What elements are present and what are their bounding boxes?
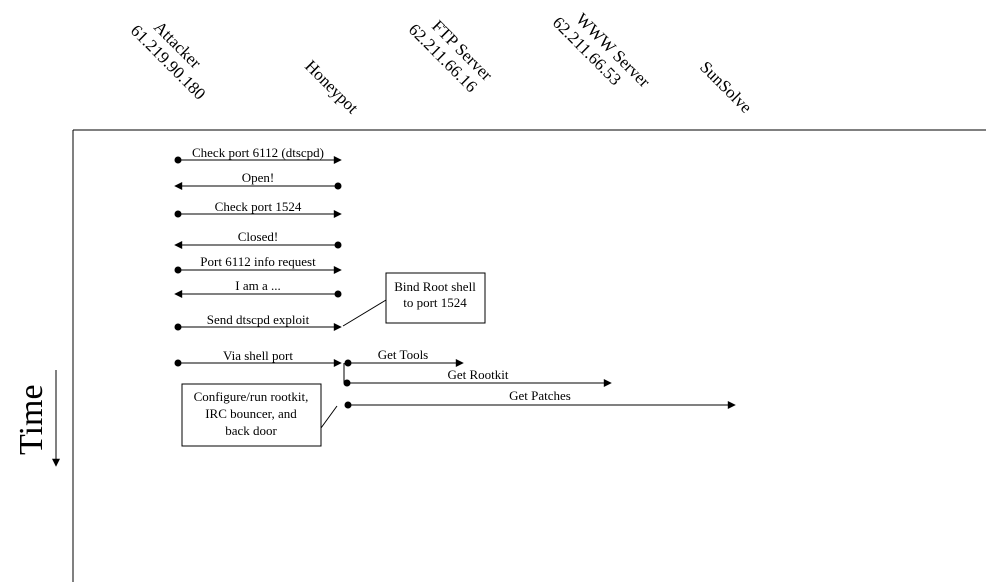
- note-connector: [320, 405, 338, 429]
- message-label: Get Patches: [509, 388, 571, 403]
- message-label: Get Rootkit: [447, 367, 508, 382]
- message-label: Port 6112 info request: [200, 254, 316, 269]
- participant-honeypot: Honeypot: [301, 56, 362, 117]
- message-check-port-1524: Check port 1524: [174, 199, 342, 218]
- message-open: Open!: [174, 170, 342, 190]
- message-closed: Closed!: [174, 229, 342, 249]
- message-label: Open!: [242, 170, 275, 185]
- message-check-port-6112: Check port 6112 (dtscpd): [174, 145, 342, 164]
- message-label: Send dtscpd exploit: [207, 312, 310, 327]
- message-label: Get Tools: [378, 347, 429, 362]
- message-label: Check port 1524: [215, 199, 302, 214]
- message-label: Via shell port: [223, 348, 293, 363]
- message-get-tools: Get Tools: [344, 347, 464, 367]
- message-get-rootkit: Get Rootkit: [343, 367, 612, 387]
- note-line: Configure/run rootkit,: [194, 389, 309, 404]
- participant-www-server: WWW Server 62.211.66.53: [549, 9, 654, 91]
- participant-attacker: Attacker 61.219.90.180: [127, 17, 210, 103]
- message-label: Check port 6112 (dtscpd): [192, 145, 324, 160]
- participant-sunsolve: SunSolve: [696, 57, 756, 117]
- participant-name: Honeypot: [301, 56, 362, 117]
- message-info-request: Port 6112 info request: [174, 254, 342, 274]
- note-line: IRC bouncer, and: [205, 406, 297, 421]
- note-connector: [342, 299, 387, 327]
- message-label: Closed!: [238, 229, 278, 244]
- note-line: Bind Root shell: [394, 279, 476, 294]
- message-get-patches: Get Patches: [344, 388, 736, 409]
- time-label: Time: [13, 384, 50, 455]
- participant-name: SunSolve: [696, 57, 756, 117]
- note-line: to port 1524: [403, 295, 467, 310]
- note-line: back door: [225, 423, 277, 438]
- message-label: I am a ...: [235, 278, 280, 293]
- participant-ftp-server: FTP Server 62.211.66.16: [405, 16, 497, 96]
- message-i-am-a: I am a ...: [174, 278, 342, 298]
- message-via-shell-port: Via shell port: [174, 348, 342, 367]
- note-configure-rootkit: Configure/run rootkit, IRC bouncer, and …: [181, 383, 338, 447]
- message-send-exploit: Send dtscpd exploit: [174, 312, 342, 331]
- note-bind-root-shell: Bind Root shell to port 1524: [342, 272, 486, 327]
